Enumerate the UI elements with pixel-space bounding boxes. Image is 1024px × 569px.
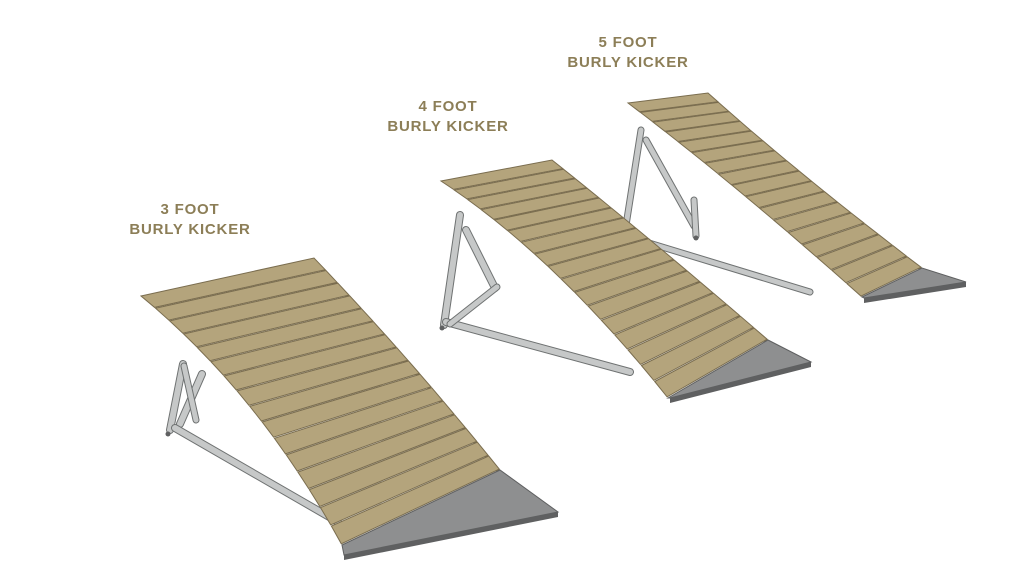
deck-slat bbox=[297, 414, 467, 490]
ramp-4-foot bbox=[439, 159, 813, 403]
deck-slat bbox=[573, 259, 688, 306]
deck-slat bbox=[653, 327, 768, 398]
frame-beam-3 bbox=[181, 363, 199, 423]
frame-foot-0 bbox=[165, 431, 171, 437]
deck-slat bbox=[453, 168, 576, 200]
frame-beam-0 bbox=[167, 361, 186, 433]
label-3-foot-kicker: 3 FOOT BURLY KICKER bbox=[90, 200, 290, 240]
deck-slat bbox=[664, 120, 752, 143]
deck-slat bbox=[439, 159, 564, 190]
deck-slat bbox=[466, 178, 588, 210]
deck-slat bbox=[248, 360, 421, 422]
deck-slat bbox=[690, 140, 776, 164]
deck-slat bbox=[285, 400, 455, 472]
deck-slat bbox=[627, 304, 741, 366]
deck-slat bbox=[845, 256, 922, 297]
frame-beam-1 bbox=[643, 137, 697, 229]
deck-slat bbox=[587, 270, 701, 320]
deck-slat bbox=[816, 234, 893, 271]
label-5-foot-size: 5 FOOT bbox=[598, 34, 658, 51]
label-4-foot-kicker: 4 FOOT BURLY KICKER bbox=[348, 97, 548, 137]
deck-slat bbox=[772, 201, 852, 233]
label-3-foot-model: BURLY KICKER bbox=[129, 221, 251, 238]
deck-slat bbox=[730, 170, 813, 197]
frame-beam-1 bbox=[463, 227, 498, 291]
frame-beam-0 bbox=[441, 212, 463, 328]
frame-beam-2 bbox=[172, 425, 341, 525]
deck-slat bbox=[533, 227, 649, 267]
deck-slat bbox=[520, 217, 637, 254]
deck-slat bbox=[717, 160, 800, 186]
deck-slat bbox=[261, 373, 432, 438]
deck-slat bbox=[744, 180, 825, 209]
label-5-foot-kicker: 5 FOOT BURLY KICKER bbox=[528, 33, 728, 73]
landing-plate-lip bbox=[670, 362, 811, 403]
deck-slat bbox=[236, 347, 409, 406]
deck-slat bbox=[831, 245, 908, 284]
deck-slat bbox=[273, 387, 444, 455]
deck-slat bbox=[677, 130, 764, 153]
deck-slat bbox=[182, 295, 362, 348]
deck-slat bbox=[651, 111, 741, 132]
frame-foot-1 bbox=[693, 235, 699, 241]
deck-slat bbox=[547, 238, 662, 279]
frame-beam-3 bbox=[691, 197, 699, 239]
deck-slat bbox=[480, 187, 600, 220]
deck-slat bbox=[703, 150, 788, 174]
deck-slat bbox=[308, 427, 478, 508]
ramp-3-foot bbox=[139, 257, 560, 560]
deck-slat bbox=[506, 207, 624, 243]
deck-slat bbox=[319, 441, 489, 526]
label-4-foot-model: BURLY KICKER bbox=[387, 118, 509, 135]
deck-slat bbox=[639, 101, 730, 122]
deck-slat bbox=[600, 281, 714, 335]
deck-slat bbox=[139, 257, 327, 308]
deck-slat bbox=[209, 321, 386, 376]
label-5-foot-model: BURLY KICKER bbox=[567, 54, 689, 71]
landing-plate-lip bbox=[864, 282, 966, 303]
label-4-foot-size: 4 FOOT bbox=[418, 98, 478, 115]
frame-beam-2 bbox=[443, 319, 633, 375]
deck-slat bbox=[613, 292, 728, 350]
landing-plate-lip bbox=[344, 512, 558, 560]
label-3-foot-size: 3 FOOT bbox=[160, 201, 220, 218]
frame-beam-3 bbox=[447, 284, 500, 327]
deck-slat bbox=[640, 315, 755, 382]
deck-slat bbox=[154, 269, 339, 321]
deck-slat bbox=[758, 191, 838, 221]
deck-slat bbox=[168, 282, 350, 334]
deck-slat bbox=[223, 334, 398, 391]
deck-slat bbox=[330, 455, 501, 545]
deck-slat bbox=[801, 223, 879, 258]
deck-slat bbox=[787, 212, 865, 245]
deck-slat bbox=[560, 248, 675, 293]
deck-slat bbox=[626, 92, 719, 113]
deck-slat bbox=[196, 308, 374, 362]
deck-slat bbox=[493, 197, 612, 231]
frame-foot-0 bbox=[439, 325, 445, 331]
